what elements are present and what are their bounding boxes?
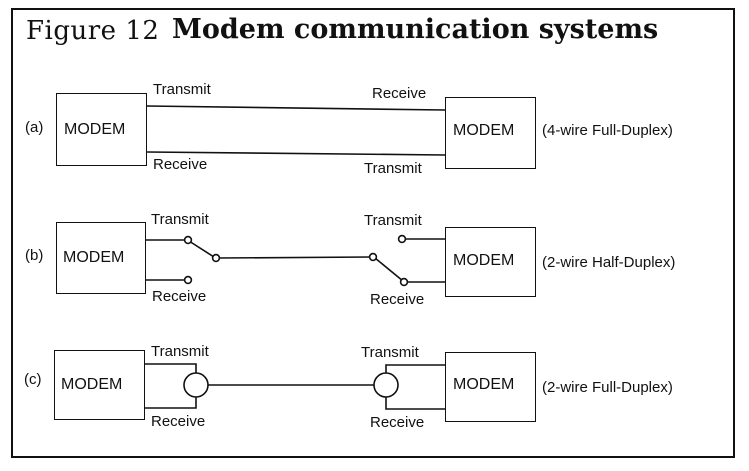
a-caption: (4-wire Full-Duplex) (542, 122, 673, 139)
a-left-bottom-label: Receive (153, 156, 208, 173)
c-left-receive-wire (144, 397, 197, 409)
modem-b-right-label: MODEM (453, 252, 515, 269)
figure-number: Figure 12 (26, 16, 160, 46)
b-right-top-label: Transmit (364, 212, 422, 229)
c-right-transmit-wire (385, 364, 446, 374)
tag-b: (b) (25, 247, 44, 264)
c-right-bottom-label: Receive (370, 414, 425, 431)
c-right-receive-wire (385, 396, 446, 410)
b-left-receive-contact (183, 275, 193, 285)
modem-c-left (54, 350, 145, 420)
modem-b-right (445, 227, 536, 297)
b-left-common-contact (211, 253, 221, 263)
b-right-bottom-label: Receive (370, 291, 425, 308)
c-right-top-label: Transmit (361, 344, 419, 361)
b-left-switch-arm (188, 240, 215, 258)
a-right-top-label: Receive (372, 85, 427, 102)
tag-c: (c) (24, 371, 42, 388)
c-left-hybrid (183, 372, 209, 398)
modem-a-left (56, 93, 147, 166)
modem-a-right (445, 97, 536, 169)
modem-b-left-label: MODEM (63, 249, 125, 266)
modem-a-right-label: MODEM (453, 122, 515, 139)
b-left-bottom-label: Receive (152, 288, 207, 305)
b-right-receive-contact (399, 277, 409, 287)
c-left-bottom-label: Receive (151, 413, 206, 430)
b-line-wire (217, 256, 372, 259)
a-transmit-wire (146, 105, 446, 111)
tag-a: (a) (25, 119, 44, 136)
b-left-top-label: Transmit (151, 211, 209, 228)
b-right-switch-arm (374, 257, 404, 282)
figure-title: Modem communication systems (172, 14, 659, 45)
modem-c-right-label: MODEM (453, 376, 515, 393)
a-right-bottom-label: Transmit (364, 160, 422, 177)
b-caption: (2-wire Half-Duplex) (542, 254, 676, 271)
modem-c-left-label: MODEM (61, 376, 123, 393)
b-left-transmit-contact (183, 235, 193, 245)
modem-b-left (56, 222, 146, 294)
modem-c-right (445, 352, 536, 422)
c-right-hybrid (373, 372, 399, 398)
b-right-common-contact (368, 252, 378, 262)
a-receive-wire (146, 151, 446, 156)
a-left-top-label: Transmit (153, 81, 211, 98)
c-left-top-label: Transmit (151, 343, 209, 360)
b-right-transmit-contact (397, 234, 407, 244)
modem-a-left-label: MODEM (64, 121, 126, 138)
c-caption: (2-wire Full-Duplex) (542, 379, 673, 396)
c-left-transmit-wire (144, 363, 197, 374)
